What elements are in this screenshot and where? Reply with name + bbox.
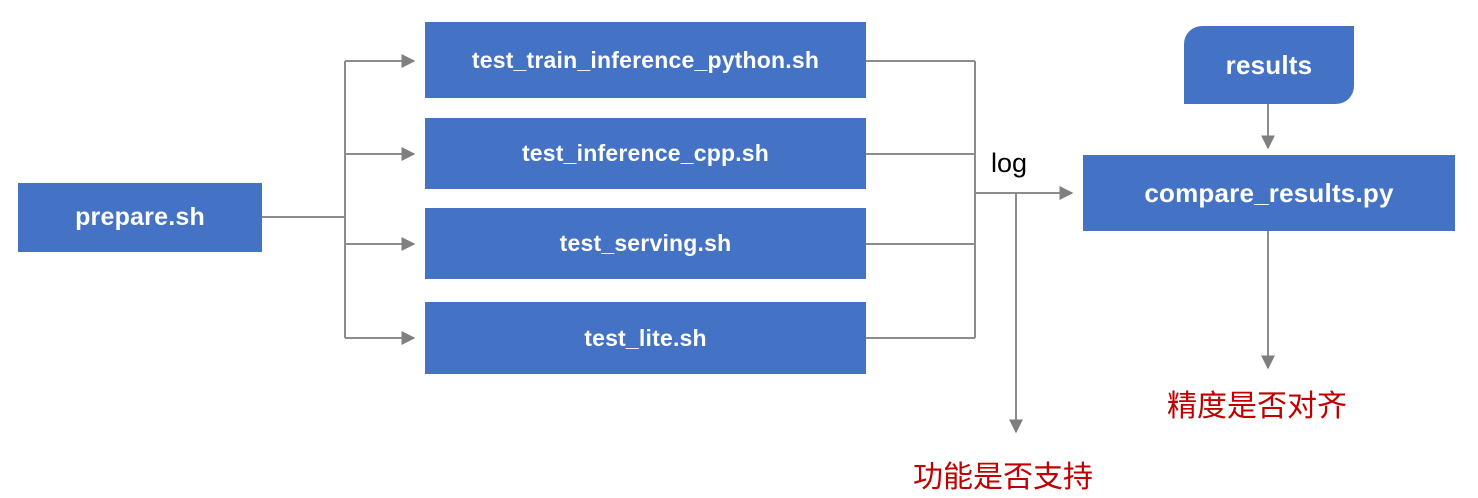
node-test-serving-sh[interactable]: test_serving.sh (425, 208, 866, 279)
node-test-lite-sh[interactable]: test_lite.sh (425, 302, 866, 374)
node-prepare-sh[interactable]: prepare.sh (18, 183, 262, 252)
node-test-inference-cpp-sh[interactable]: test_inference_cpp.sh (425, 118, 866, 189)
node-test-train-inference-python-sh[interactable]: test_train_inference_python.sh (425, 22, 866, 98)
annotation-function-support: 功能是否支持 (913, 460, 1093, 495)
edge-label-log: log (991, 148, 1028, 178)
node-results[interactable]: results (1184, 26, 1354, 104)
edge-prepare-to-bus (262, 61, 346, 338)
edge-tests-to-log-bus (866, 60, 976, 339)
node-compare-results-py[interactable]: compare_results.py (1083, 155, 1455, 231)
annotation-precision-aligned: 精度是否对齐 (1167, 389, 1347, 424)
